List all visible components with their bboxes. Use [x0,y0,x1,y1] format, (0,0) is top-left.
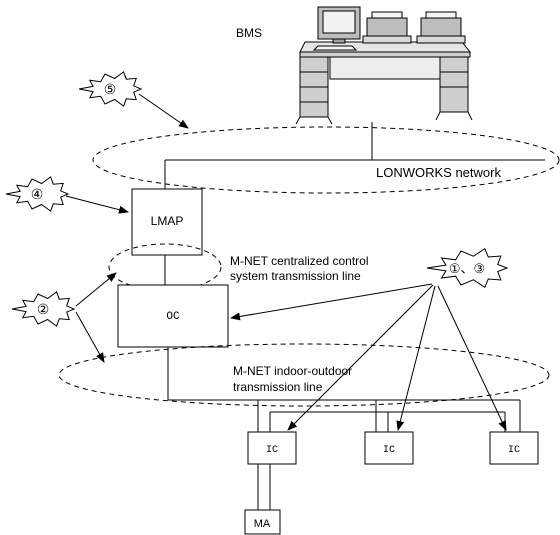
arrow-13-to-ic3 [437,285,507,431]
mnet-central-label-line1: M-NET centralized control [230,254,369,268]
mnet-io-label-line2: transmission line [233,380,323,394]
arrow-13-to-ic2 [396,285,436,431]
callout-1-3-label: ①、③ [449,261,485,276]
lonworks-label: LONWORKS network [376,165,501,180]
bms-label: BMS [236,26,262,40]
arrow-2-to-central-line [75,272,117,307]
arrow-13-to-oc [230,283,433,321]
transmission-wiring [167,347,521,432]
mnet-io-label-line1: M-NET indoor-outdoor [233,364,352,378]
ic-box-2 [364,431,414,465]
ic-label-2: IC [383,445,395,456]
callout-arrows [65,93,507,431]
arrow-2-to-indoor-outdoor-line [75,311,105,363]
lmap-label: LMAP [151,214,184,228]
arrow-13-to-ic1 [287,284,434,431]
ic-box-3 [489,431,539,465]
ic-label-3: IC [508,445,520,456]
callout-starburst-2 [11,291,76,327]
arrow-4-to-lmap [65,195,129,214]
callout-starburst-1-3 [426,247,509,289]
ma-box [244,509,281,535]
ic-label-1: IC [266,445,278,456]
lonworks-network-ellipse [92,126,560,194]
oc-box [117,284,229,348]
bms-workstation-illustration [295,6,473,125]
ma-label: MA [254,518,271,530]
mnet-central-label-line2: system transmission line [230,269,361,283]
arrow-5-to-lonworks [138,93,189,129]
callout-starburst-5 [78,71,143,107]
ic-box-1 [247,431,297,465]
callout-2-label: ② [37,301,50,317]
callout-4-label: ④ [31,186,44,202]
lmap-box [131,188,203,256]
mnet-indoor-outdoor-ellipse [58,343,550,407]
callout-5-label: ⑤ [104,81,117,97]
oc-label: OC [166,311,180,323]
callout-starburst-4 [5,176,70,212]
